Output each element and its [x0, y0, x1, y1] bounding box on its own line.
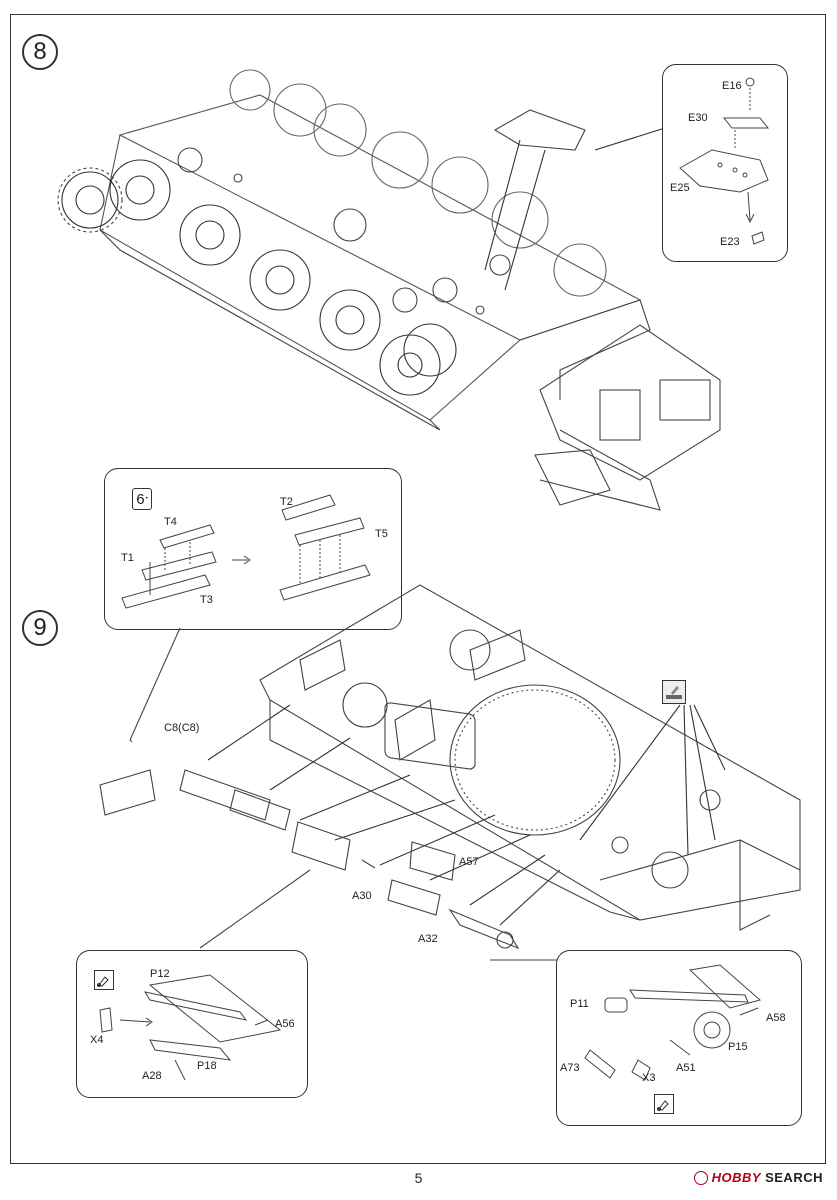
part-label: A57: [459, 856, 479, 868]
part-label: A51: [676, 1062, 696, 1074]
part-label: A56: [275, 1018, 295, 1030]
part-label: X3: [642, 1072, 656, 1084]
part-label: T2: [280, 496, 293, 508]
paint-icon: [662, 680, 686, 704]
part-label: E30: [688, 112, 708, 124]
part-label: T3: [200, 594, 213, 606]
part-label: T5: [375, 528, 388, 540]
hobbysearch-watermark: HOBBY SEARCH: [693, 1170, 823, 1185]
part-label: E16: [722, 80, 742, 92]
step8-detail-inset: [662, 64, 788, 262]
track-assembly-inset: [104, 468, 402, 630]
part-label: X4: [90, 1034, 104, 1046]
page-frame: [10, 14, 826, 1164]
step9-right-detail-inset: [556, 950, 802, 1126]
part-label: P15: [728, 1041, 748, 1053]
part-label: T1: [121, 552, 134, 564]
part-label: C8(C8): [164, 722, 200, 734]
watermark-search: SEARCH: [765, 1170, 823, 1185]
part-label: E25: [670, 182, 690, 194]
part-label: A58: [766, 1012, 786, 1024]
step-number-8: 8: [22, 34, 58, 70]
part-label: A73: [560, 1062, 580, 1074]
step9-left-detail-inset: [76, 950, 308, 1098]
step-number-9: 9: [22, 610, 58, 646]
hobbysearch-logo-icon: [693, 1170, 708, 1185]
page-number: 5: [414, 1170, 423, 1186]
part-label: A30: [352, 890, 372, 902]
part-label: P18: [197, 1060, 217, 1072]
watermark-hobby: HOBBY: [711, 1170, 762, 1185]
glue-icon: [94, 970, 114, 990]
part-label: E23: [720, 236, 740, 248]
part-label: A32: [418, 933, 438, 945]
sub-step-reference: 6•: [132, 488, 152, 510]
part-label: A28: [142, 1070, 162, 1082]
part-label: T4: [164, 516, 177, 528]
part-label: P11: [570, 998, 589, 1010]
part-label: P12: [150, 968, 170, 980]
glue-icon: [654, 1094, 674, 1114]
